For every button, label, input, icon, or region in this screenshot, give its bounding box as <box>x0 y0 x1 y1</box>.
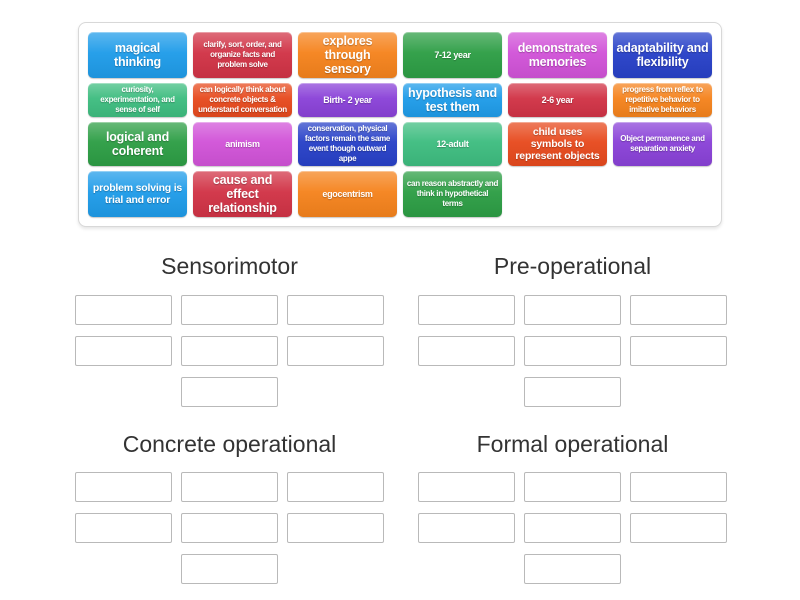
group-concrete-operational: Concrete operational <box>75 431 384 585</box>
slot-row <box>75 294 384 325</box>
tile[interactable]: magical thinking <box>88 32 187 78</box>
slot-row <box>524 554 621 585</box>
tile[interactable]: logical and coherent <box>88 122 187 166</box>
drop-slot[interactable] <box>287 335 384 366</box>
tile[interactable]: 12-adult <box>403 122 502 166</box>
drop-slot[interactable] <box>287 294 384 325</box>
tile[interactable]: cause and effect relationship <box>193 171 292 217</box>
group-pre-operational: Pre-operational <box>418 253 727 407</box>
group-title: Pre-operational <box>493 253 652 279</box>
tile[interactable]: child uses symbols to represent objects <box>508 122 607 166</box>
slot-row <box>75 335 384 366</box>
tile[interactable]: demonstrates memories <box>508 32 607 78</box>
tile[interactable]: Object permanence and separation anxiety <box>613 122 712 166</box>
drop-slot[interactable] <box>181 472 278 503</box>
drop-slot[interactable] <box>418 294 515 325</box>
slot-row <box>418 335 727 366</box>
slot-row <box>181 376 278 407</box>
slot-row <box>418 294 727 325</box>
tile[interactable]: problem solving is trial and error <box>88 171 187 217</box>
drop-slot[interactable] <box>418 472 515 503</box>
group-sensorimotor: Sensorimotor <box>75 253 384 407</box>
drop-slot[interactable] <box>181 294 278 325</box>
drop-slot[interactable] <box>75 513 172 544</box>
drop-slot[interactable] <box>630 513 727 544</box>
drop-slot[interactable] <box>181 513 278 544</box>
tile[interactable]: hypothesis and test them <box>403 83 502 117</box>
drop-slot[interactable] <box>75 472 172 503</box>
drop-slot[interactable] <box>630 294 727 325</box>
drop-slot[interactable] <box>418 513 515 544</box>
tile[interactable]: curiosity, experimentation, and sense of… <box>88 83 187 117</box>
slot-row <box>75 513 384 544</box>
slot-row <box>418 472 727 503</box>
drop-slot[interactable] <box>630 472 727 503</box>
tile[interactable]: clarify, sort, order, and organize facts… <box>193 32 292 78</box>
drop-slot[interactable] <box>181 376 278 407</box>
tile[interactable]: Birth- 2 year <box>298 83 397 117</box>
drop-slot[interactable] <box>418 335 515 366</box>
drop-slot[interactable] <box>524 376 621 407</box>
slot-row <box>75 472 384 503</box>
tile[interactable]: 2-6 year <box>508 83 607 117</box>
drop-slot[interactable] <box>524 335 621 366</box>
drop-slot[interactable] <box>75 335 172 366</box>
drop-slot[interactable] <box>524 472 621 503</box>
drop-slot[interactable] <box>630 335 727 366</box>
tile[interactable]: 7-12 year <box>403 32 502 78</box>
tile[interactable]: progress from reflex to repetitive behav… <box>613 83 712 117</box>
slot-row <box>181 554 278 585</box>
tile[interactable]: egocentrism <box>298 171 397 217</box>
drop-slot[interactable] <box>524 294 621 325</box>
tile[interactable]: can logically think about concrete objec… <box>193 83 292 117</box>
drop-slot[interactable] <box>181 335 278 366</box>
slot-row <box>418 513 727 544</box>
drop-slot[interactable] <box>524 513 621 544</box>
tile[interactable]: animism <box>193 122 292 166</box>
tile[interactable]: explores through sensory <box>298 32 397 78</box>
group-title: Concrete operational <box>122 430 337 457</box>
drop-slot[interactable] <box>524 554 621 585</box>
tile[interactable]: conservation, physical factors remain th… <box>298 122 397 166</box>
group-title: Sensorimotor <box>161 253 298 279</box>
group-title: Formal operational <box>476 430 669 457</box>
tile[interactable]: adaptability and flexibility <box>613 32 712 78</box>
drop-slot[interactable] <box>287 472 384 503</box>
group-formal-operational: Formal operational <box>418 431 727 585</box>
drop-slot[interactable] <box>75 294 172 325</box>
drop-slot[interactable] <box>287 513 384 544</box>
tile[interactable]: can reason abstractly and think in hypot… <box>403 171 502 217</box>
drop-slot[interactable] <box>181 554 278 585</box>
slot-row <box>524 376 621 407</box>
